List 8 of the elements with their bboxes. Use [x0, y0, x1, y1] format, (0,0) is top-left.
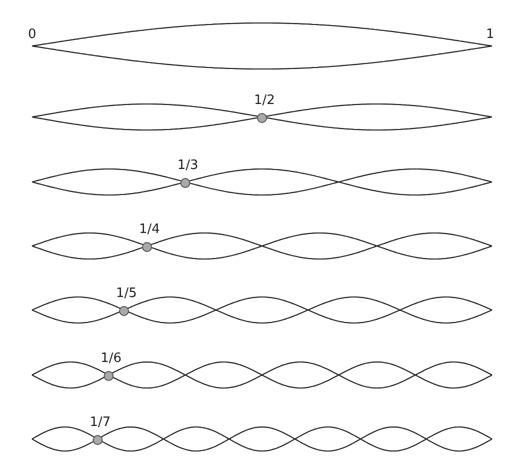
fraction-label: 1/5: [116, 287, 137, 300]
fraction-label: 1/3: [177, 159, 198, 172]
fraction-label: 1: [486, 28, 494, 41]
fraction-label: 1/6: [100, 352, 122, 365]
fraction-label: 0: [28, 28, 36, 41]
fraction-label: 1/7: [90, 416, 111, 429]
fraction-label: 1/4: [139, 223, 160, 236]
fraction-label: 1/2: [254, 94, 275, 107]
